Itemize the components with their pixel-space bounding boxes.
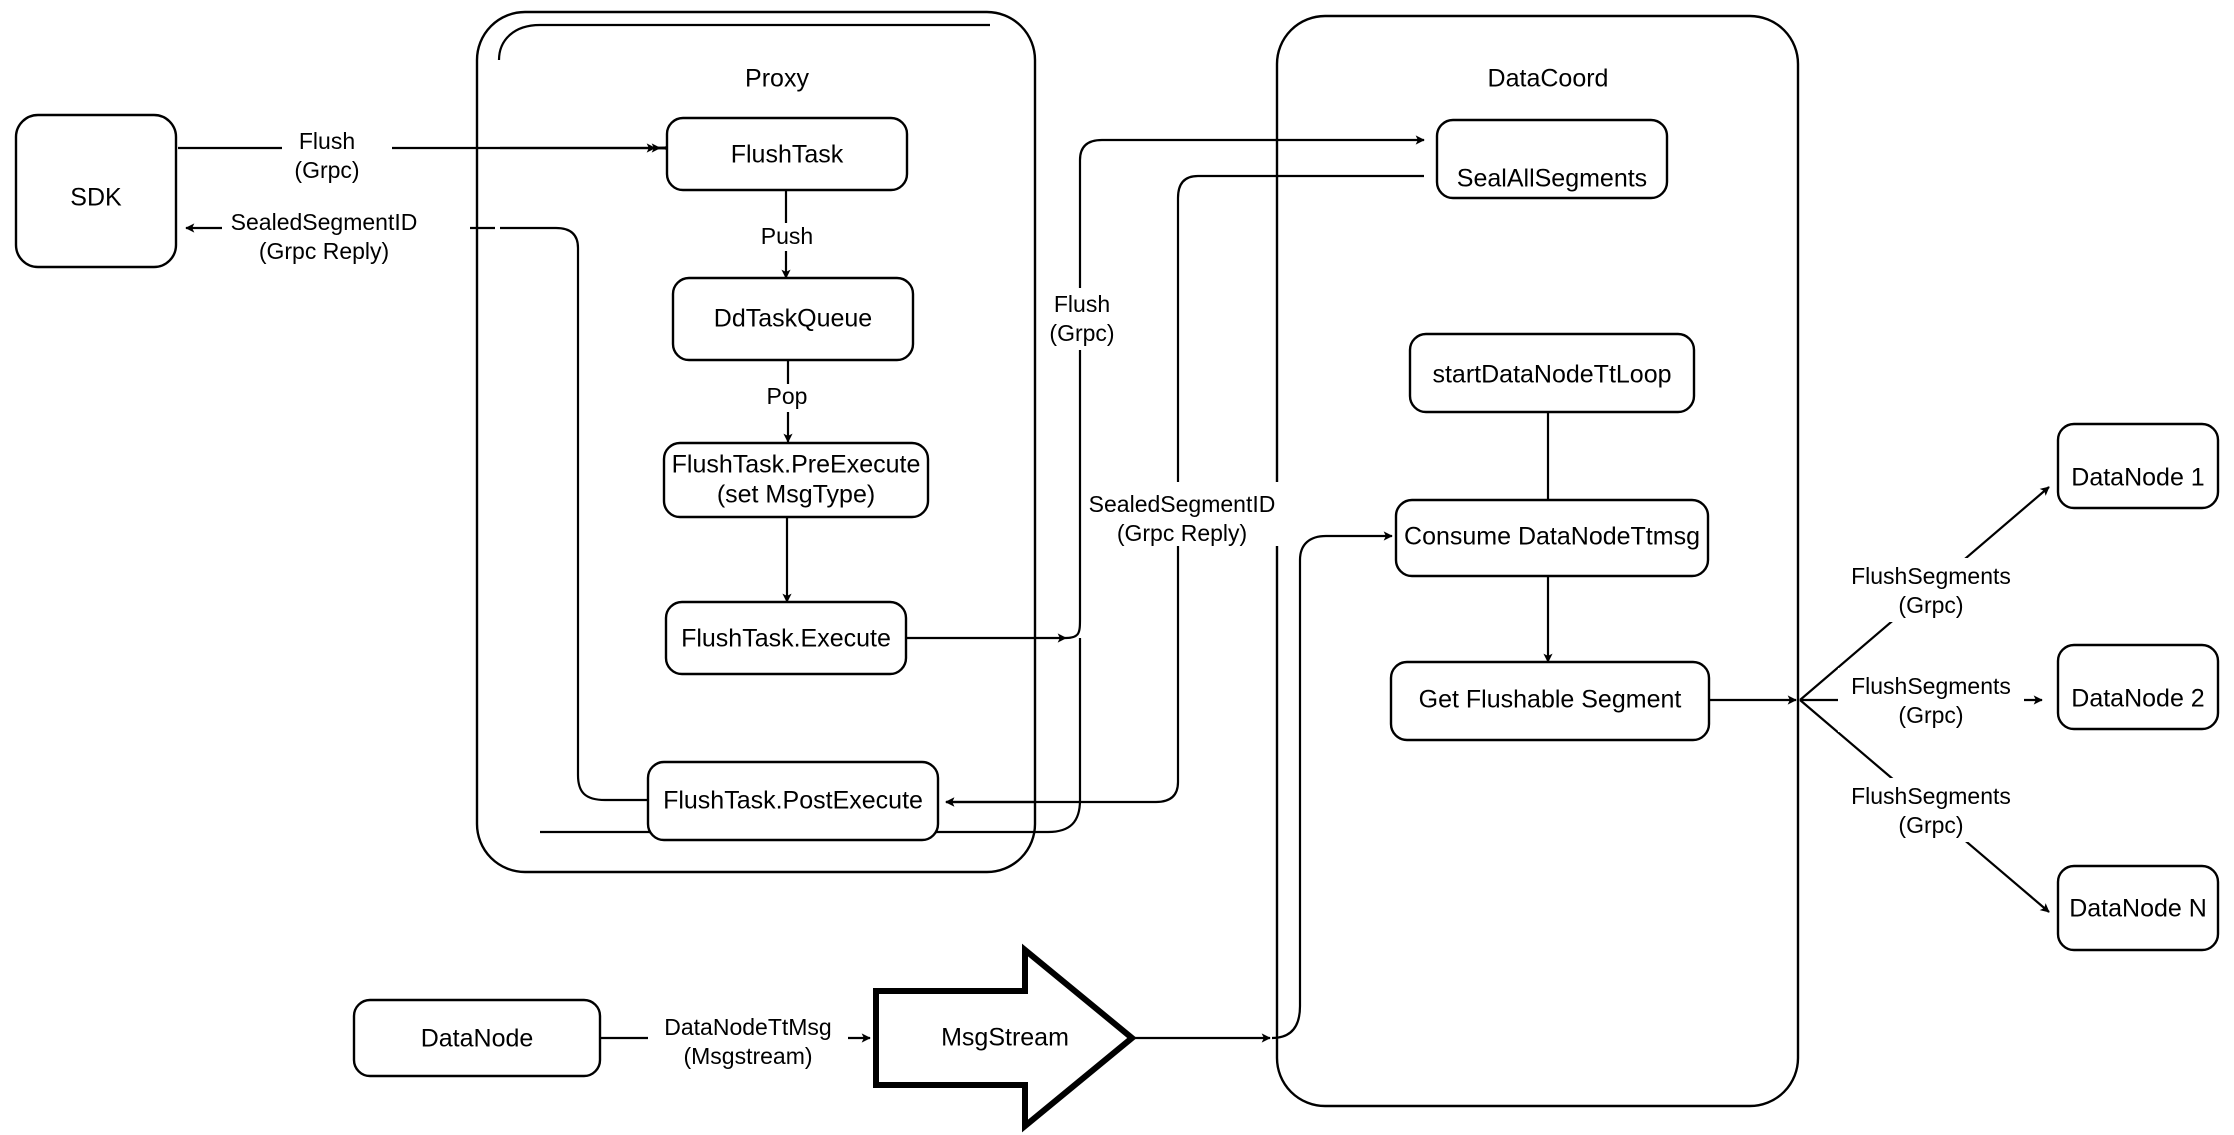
edge-label-coord-to-proxy-sealed-line2: (Grpc Reply) — [1117, 520, 1247, 546]
edge-label-proxy-to-coord-flush-line2: (Grpc) — [1049, 320, 1114, 346]
node-datanode-bottom[interactable] — [352, 998, 602, 1078]
node-flushtask-postexecute-label: FlushTask.PostExecute — [663, 787, 923, 815]
node-sdk[interactable] — [14, 113, 178, 269]
node-seal-all-segments-label: SealAllSegments — [1457, 165, 1647, 193]
edge-label-flush-grpc-line2: (Grpc) — [294, 157, 359, 183]
node-seal-all-segments[interactable] — [1435, 118, 1669, 200]
container-proxy — [475, 10, 1037, 874]
edge-label-flushsegments-n-line2: (Grpc) — [1898, 812, 1963, 838]
node-datanode-1-label: DataNode 1 — [2071, 464, 2204, 492]
edge-label-sealedsegmentid-reply-line1: SealedSegmentID — [231, 209, 418, 235]
node-dd-task-queue-label: DdTaskQueue — [714, 305, 872, 333]
edge-label-datanode-ttmsg-line1: DataNodeTtMsg — [664, 1014, 831, 1040]
container-datacoord-label: DataCoord — [1488, 65, 1609, 93]
edge-label-flushsegments-1-line1: FlushSegments — [1851, 563, 2011, 589]
node-msgstream[interactable] — [873, 943, 1137, 1133]
node-sdk-label: SDK — [70, 184, 122, 212]
container-proxy-label: Proxy — [745, 65, 809, 93]
edge-label-datanode-ttmsg-line2: (Msgstream) — [683, 1043, 812, 1069]
node-flush-task-label: FlushTask — [731, 141, 844, 169]
node-flushtask-preexecute[interactable] — [662, 441, 930, 519]
edge-proxy-left-rail — [497, 23, 990, 61]
node-datanode-bottom-label: DataNode — [421, 1025, 534, 1053]
edge-label-coord-to-proxy-sealed-line1: SealedSegmentID — [1089, 491, 1276, 517]
edge-label-flushsegments-2-line1: FlushSegments — [1851, 673, 2011, 699]
node-get-flushable-segment[interactable] — [1389, 660, 1711, 742]
node-flushtask-preexecute-label-line1: FlushTask.PreExecute — [672, 451, 921, 479]
node-msgstream-label: MsgStream — [941, 1024, 1069, 1052]
edge-label-flushsegments-1-line2: (Grpc) — [1898, 592, 1963, 618]
node-consume-datanode-ttmsg[interactable] — [1394, 498, 1710, 578]
node-consume-datanode-ttmsg-label: Consume DataNodeTtmsg — [1404, 523, 1700, 551]
edge-label-flushsegments-2-line2: (Grpc) — [1898, 702, 1963, 728]
edge-label-sealedsegmentid-reply-line2: (Grpc Reply) — [259, 238, 389, 264]
edge-label-flushsegments-n-line1: FlushSegments — [1851, 783, 2011, 809]
node-datanode-1[interactable] — [2056, 422, 2220, 510]
edge-postexecute-to-sdk-rail — [500, 226, 655, 802]
edge-msgstream-rail-to-consume — [1271, 531, 1393, 1040]
node-start-datanode-tt-loop-label: startDataNodeTtLoop — [1432, 361, 1671, 389]
node-flushtask-postexecute[interactable] — [646, 760, 940, 842]
node-datanode-n-label: DataNode N — [2069, 895, 2207, 923]
edge-label-push: Push — [761, 223, 813, 249]
node-datanode-n[interactable] — [2056, 864, 2220, 952]
container-datacoord — [1275, 14, 1800, 1108]
node-flushtask-execute[interactable] — [664, 600, 908, 676]
node-start-datanode-tt-loop[interactable] — [1408, 332, 1696, 414]
node-datanode-2[interactable] — [2056, 643, 2220, 731]
node-dd-task-queue[interactable] — [671, 276, 915, 362]
edge-label-pop: Pop — [767, 383, 808, 409]
node-flush-task[interactable] — [665, 116, 909, 192]
node-get-flushable-segment-label: Get Flushable Segment — [1419, 686, 1682, 714]
edge-proxy-right-rail — [540, 638, 1082, 834]
edge-flush-grpc-rail — [1065, 135, 1425, 640]
edge-label-proxy-to-coord-flush-line1: Flush — [1054, 291, 1110, 317]
node-datanode-2-label: DataNode 2 — [2071, 685, 2204, 713]
node-flushtask-preexecute-label-line2: (set MsgType) — [717, 481, 875, 509]
node-flushtask-execute-label: FlushTask.Execute — [681, 625, 891, 653]
edge-label-flush-grpc-line1: Flush — [299, 128, 355, 154]
